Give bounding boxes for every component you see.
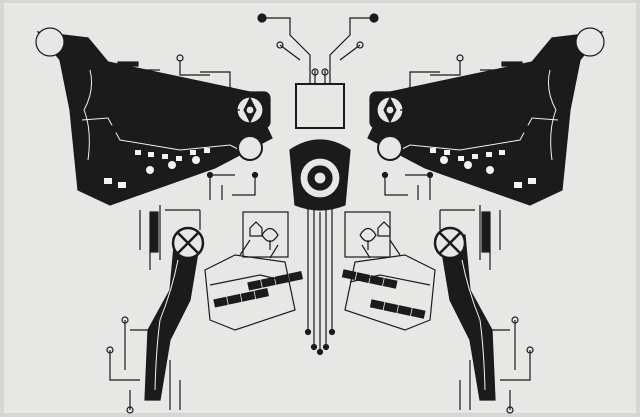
house-icon [377,221,391,237]
tree-icon [261,227,279,250]
target-circle-icon [289,139,351,211]
solar-panel-icon [341,239,436,331]
house-icon [249,221,263,237]
right-wing-tip-circle [575,27,605,57]
left-antenna [262,17,311,84]
right-antenna [329,17,374,84]
head-chip [295,83,345,129]
butterfly-drawing [35,13,605,414]
left-upper-wing-band [36,31,273,206]
right-lower-wing-band [439,234,496,401]
body-tail-lines [307,205,333,350]
crossed-circle-icon [171,226,205,260]
left-lower-wing-band [144,234,201,401]
right-upper-wing-band [367,31,604,206]
solar-panel-icon [204,239,303,331]
crossed-circle-icon [433,226,467,260]
tree-icon [359,227,377,250]
left-wing-tip-circle [35,27,65,57]
camera-aperture-icon [369,91,409,129]
left-wing-inner-detail [81,117,251,156]
